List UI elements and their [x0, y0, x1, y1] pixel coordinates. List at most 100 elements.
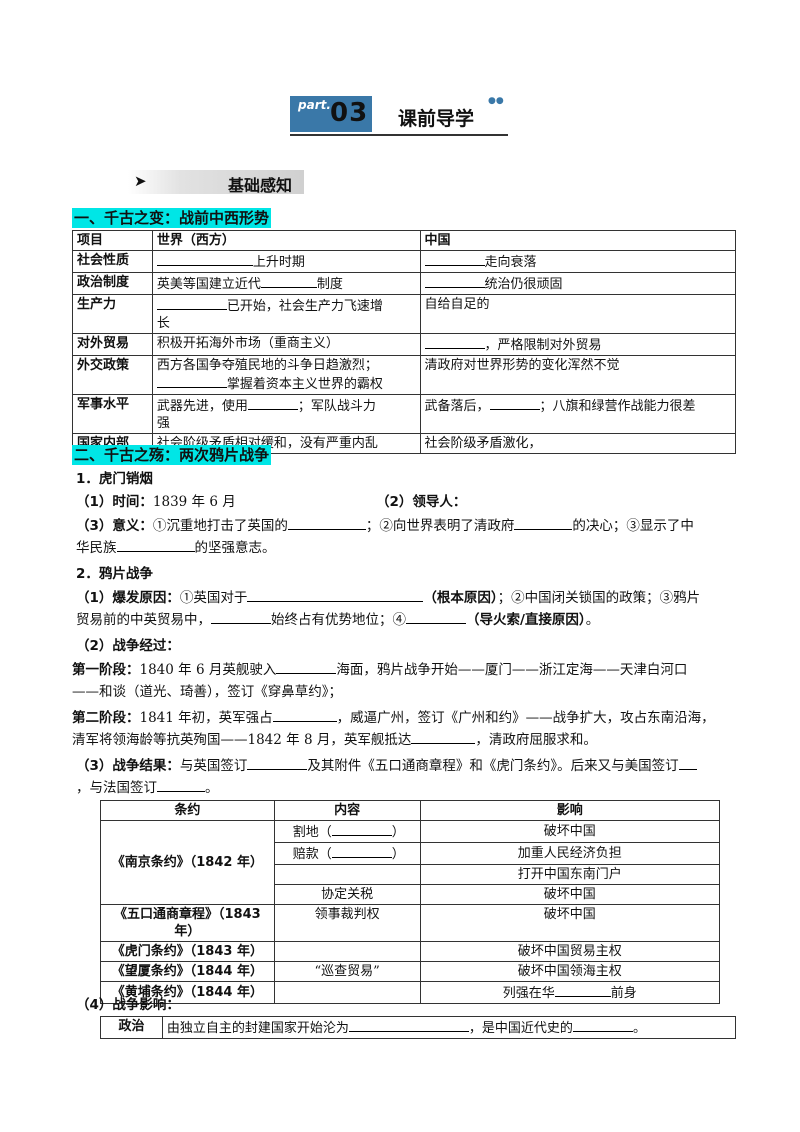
table-row: 政治 由独立自主的封建国家开始沦为，是中国近代史的。 [100, 1016, 737, 1039]
stage2-text: 1841 年初，英军强占 [139, 710, 273, 726]
row-china: 清政府对世界形势的变化浑然不觉 [419, 355, 737, 395]
result-text: 及其附件《五口通商章程》和《虎门条约》。后来又与美国签订 [307, 758, 679, 774]
row-item: 政治制度 [72, 272, 153, 295]
section-banner: part. 03 课前导学 ●● [290, 96, 508, 138]
stage2-text: 清军将领海龄等抗英殉国——1842 年 8 月，英军舰抵达 [72, 732, 412, 748]
cause-text: 始终占有优势地位；④ [271, 612, 406, 628]
row-china-text: ；八旗和绿营作战能力很差 [539, 399, 696, 414]
table-row: 协定关税 破坏中国 [101, 884, 721, 905]
content-empty [273, 941, 421, 962]
influence-politics: 政治 [100, 1016, 163, 1039]
content-text: 割地（ [292, 825, 332, 840]
stage2-text: ，威逼广州，签订《广州和约》——战争扩大，攻占东南沿海， [336, 710, 715, 726]
content-land: 割地（ ） [273, 820, 421, 843]
meaning-paragraph: （3）意义：①沉重地打击了英国的；②向世界表明了清政府的决心；③显示了中 华民族… [76, 515, 736, 559]
stage1-text: 海面，鸦片战争开始——厦门——浙江定海——天津白河口 [336, 662, 688, 678]
arrow-icon: ➤ [134, 172, 147, 190]
row-china: 武备落后， ；八旗和绿营作战能力很差 [419, 394, 737, 434]
row-china-text: 走向衰落 [484, 255, 537, 270]
content-patrol: “巡查贸易” [273, 961, 421, 982]
row-item: 生产力 [72, 294, 153, 334]
result-text: ，与法国签订 [76, 780, 157, 796]
cause-text: （根本原因） [423, 590, 498, 606]
cause-text: （导火索/直接原因） [466, 612, 586, 628]
droplet-icon: ●● [488, 96, 504, 106]
result-text: 。 [205, 780, 219, 796]
leader-label: （2）领导人： [376, 494, 467, 510]
impact: 列强在华前身 [419, 981, 721, 1004]
stage2-label: 第二阶段： [72, 710, 140, 726]
row-west: 英美等国建立近代 制度 [151, 272, 421, 295]
row-west-text: 武器先进，使用 [156, 399, 248, 414]
cause-label: （1）爆发原因： [76, 590, 180, 606]
treaty-wangxia: 《望厦条约》（1844 年） [100, 961, 275, 982]
table-row: 《南京条约》（1842 年） 割地（ ） 破坏中国 [100, 820, 721, 905]
table-row: 《虎门条约》（1843 年） 破坏中国贸易主权 [100, 941, 721, 962]
cause-text: ；②中国闭关锁国的政策；③鸦片 [497, 590, 701, 606]
row-west-text: 已开始，社会生产力飞速增 [226, 299, 383, 314]
row-west-text: 制度 [316, 277, 343, 292]
subheading-humen: 1．虎门销烟 [76, 471, 153, 487]
row-china-text: ，严格限制对外贸易 [484, 338, 602, 353]
influence-table: 政治 由独立自主的封建国家开始沦为，是中国近代史的。 [100, 1016, 737, 1039]
row-west-text: 掌握着资本主义世界的霸权 [226, 377, 383, 392]
row-west-text: 英美等国建立近代 [156, 277, 261, 292]
content-consular: 领事裁判权 [273, 904, 421, 942]
header-china: 中国 [419, 230, 737, 251]
influence-label: （4）战争影响： [76, 997, 180, 1013]
section2-heading: 二、千古之殇：两次鸦片战争 [72, 445, 272, 465]
impact-text: 前身 [610, 986, 637, 1001]
row-item: 对外贸易 [72, 333, 153, 356]
time-label: （1）时间： [76, 494, 153, 510]
row-china: ，严格限制对外贸易 [419, 333, 737, 356]
header-item: 项目 [72, 230, 153, 251]
stage1-paragraph: 第一阶段：1840 年 6 月英舰驶入 海面，鸦片战争开始——厦门——浙江定海——… [72, 659, 740, 703]
row-china: 走向衰落 [419, 250, 737, 273]
impact: 破坏中国 [419, 820, 721, 843]
content-tariff: 协定关税 [273, 884, 421, 905]
meaning-text: 华民族 [76, 540, 117, 556]
row-west: 上升时期 [151, 250, 421, 273]
meaning-text: ①沉重地打击了英国的 [152, 518, 288, 534]
row-china: 自给自足的 [419, 294, 737, 334]
meaning-text: 的坚强意志。 [194, 540, 276, 556]
meaning-text: 的决心；③显示了中 [572, 518, 694, 534]
row-china-text: 武备落后， [424, 399, 490, 414]
time-leader-line: （1）时间：1839 年 6 月 （2）领导人： [76, 491, 736, 513]
content-text: ） [391, 825, 405, 840]
comparison-table: 项目 世界（西方） 中国 社会性质 上升时期 走向衰落 政治制度 英美等国建立近… [72, 230, 737, 454]
treaty-header-row: 条约 内容 影响 [100, 800, 721, 821]
result-label: （3）战争结果： [76, 758, 180, 774]
header-treaty: 条约 [100, 800, 275, 821]
subheading-opium-war: 2．鸦片战争 [76, 566, 153, 582]
row-china-text: 统治仍很顽固 [484, 277, 563, 292]
course-label: （2）战争经过： [76, 638, 180, 654]
section1-heading: 一、千古之变：战前中西形势 [72, 208, 272, 228]
meaning-text: ；②向世界表明了清政府 [365, 518, 515, 534]
table-header-row: 项目 世界（西方） 中国 [72, 230, 737, 251]
influence-politics-text: 由独立自主的封建国家开始沦为，是中国近代史的。 [161, 1016, 737, 1039]
header-west: 世界（西方） [151, 230, 421, 251]
content-text: ） [391, 847, 405, 862]
content-text: 赔款（ [292, 847, 332, 862]
table-row: 对外贸易 积极开拓海外市场（重商主义） ，严格限制对外贸易 [72, 333, 737, 356]
row-west: 西方各国争夺殖民地的斗争日趋激烈；掌握着资本主义世界的霸权 [151, 355, 421, 395]
content-empty [273, 864, 421, 885]
cause-paragraph: （1）爆发原因：①英国对于（根本原因）；②中国闭关锁国的政策；③鸦片 贸易前的中… [76, 587, 736, 631]
impact: 打开中国东南门户 [419, 864, 721, 885]
table-row: 外交政策 西方各国争夺殖民地的斗争日趋激烈；掌握着资本主义世界的霸权 清政府对世… [72, 355, 737, 395]
impact: 破坏中国 [419, 904, 721, 942]
row-west: 武器先进，使用；军队战斗力强 [151, 394, 421, 434]
stage2-paragraph: 第二阶段：1841 年初，英军强占 ，威逼广州，签订《广州和约》——战争扩大，攻占… [72, 707, 740, 751]
treaty-text: 《五口通商章程》（1843 [114, 907, 261, 922]
stage1-text: 1840 年 6 月英舰驶入 [139, 662, 277, 678]
row-item: 军事水平 [72, 394, 153, 434]
stage1-label: 第一阶段： [72, 662, 140, 678]
stage1-text: ——和谈（道光、琦善），签订《穿鼻草约》； [72, 684, 342, 700]
header-content: 内容 [273, 800, 421, 821]
table-row: 打开中国东南门户 [101, 864, 721, 885]
table-row: 《望厦条约》（1844 年） “巡查贸易” 破坏中国领海主权 [100, 961, 721, 982]
treaty-nanjing: 《南京条约》（1842 年） [100, 820, 275, 905]
row-china-text: 自给自足的 [424, 297, 490, 312]
